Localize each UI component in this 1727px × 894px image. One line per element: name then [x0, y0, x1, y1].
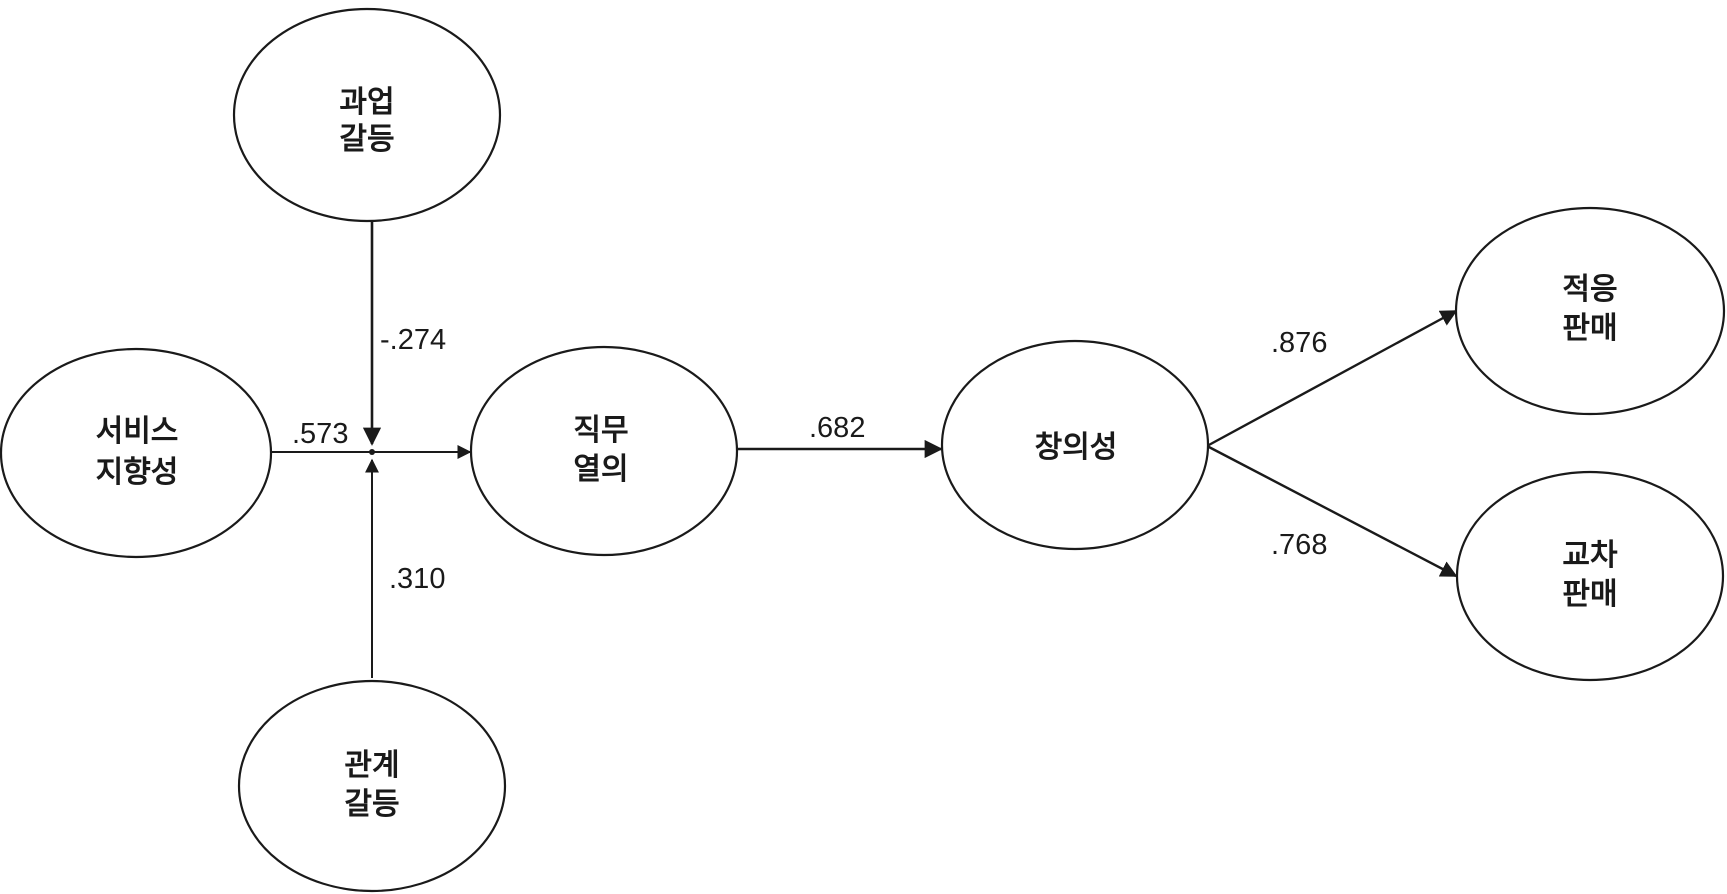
coef-task-conflict: -.274: [380, 324, 446, 356]
job-passion-label-line2: 열의: [573, 452, 628, 487]
node-cross-selling: 교차 판매: [1455, 470, 1725, 682]
edge-labels: -.274 .573 .310 .682 .876 .768: [292, 324, 1327, 595]
relationship-conflict-label-line2: 갈등: [344, 787, 399, 822]
service-orientation-ellipse: [0, 347, 273, 559]
service-orientation-label-line1: 서비스: [96, 414, 179, 449]
job-passion-ellipse: [469, 345, 739, 557]
service-orientation-label-line2: 지향성: [96, 455, 179, 490]
relationship-conflict-label-line1: 관계: [344, 748, 399, 783]
node-job-passion: 직무 열의: [469, 345, 739, 557]
node-service-orientation: 서비스 지향성: [0, 347, 273, 559]
edges: [272, 221, 1458, 678]
coef-creativity-to-cross: .768: [1271, 529, 1327, 561]
cross-selling-label-line2: 판매: [1562, 577, 1617, 612]
task-conflict-label-line1: 과업: [339, 85, 394, 120]
task-conflict-label-line2: 갈등: [339, 122, 394, 157]
cross-selling-label-line1: 교차: [1562, 538, 1618, 573]
cross-selling-ellipse: [1455, 470, 1725, 682]
creativity-label: 창의성: [1035, 430, 1118, 465]
adaptive-selling-label-line2: 판매: [1562, 311, 1617, 346]
adaptive-selling-label-line1: 적응: [1562, 272, 1617, 307]
coef-relationship-conflict: .310: [389, 563, 445, 595]
relationship-conflict-ellipse: [237, 679, 507, 893]
adaptive-selling-ellipse: [1454, 206, 1726, 416]
node-creativity: 창의성: [940, 339, 1210, 551]
node-adaptive-selling: 적응 판매: [1454, 206, 1726, 416]
creativity-ellipse: [940, 339, 1210, 551]
edge-creativity-to-adaptive: [1206, 309, 1458, 448]
coef-creativity-to-adaptive: .876: [1271, 327, 1327, 359]
node-relationship-conflict: 관계 갈등: [237, 679, 507, 893]
node-task-conflict: 과업 갈등: [232, 7, 502, 223]
moderation-junction: [369, 449, 375, 455]
job-passion-label-line1: 직무: [573, 413, 628, 448]
coef-service-to-passion: .573: [292, 418, 348, 450]
edge-creativity-to-cross: [1206, 444, 1458, 578]
coef-passion-to-creativity: .682: [809, 412, 865, 444]
task-conflict-ellipse: [232, 7, 502, 223]
